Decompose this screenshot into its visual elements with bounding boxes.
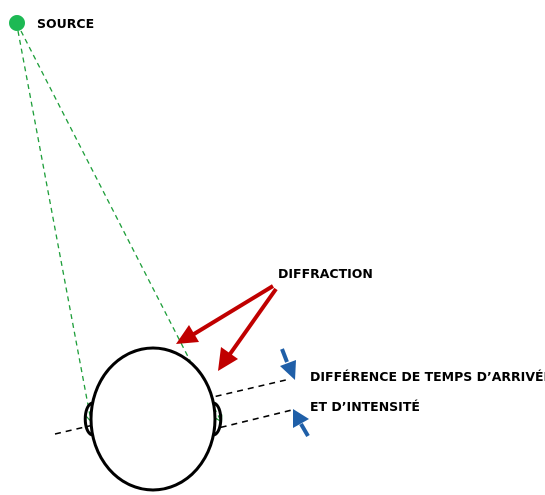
difference-label-line2: ET D’INTENSITÉ	[310, 399, 420, 414]
ray-left-ear	[17, 30, 91, 421]
diffraction-arrow-icon	[176, 284, 275, 344]
head-top-view-icon	[83, 346, 223, 492]
difference-arrow-down-icon	[280, 348, 296, 380]
difference-arrow-up-icon	[293, 409, 310, 438]
source-dot-icon	[9, 15, 25, 31]
ray-right-ear	[20, 30, 221, 421]
difference-label-line1: DIFFÉRENCE DE TEMPS D’ARRIVÉE	[310, 369, 545, 384]
source-label: SOURCE	[37, 16, 94, 31]
diffraction-arrow-icon	[218, 287, 278, 371]
wavefront-line-upper	[54, 378, 291, 435]
diffraction-label: DIFFRACTION	[278, 266, 373, 281]
wavefront-line-lower	[209, 409, 293, 431]
